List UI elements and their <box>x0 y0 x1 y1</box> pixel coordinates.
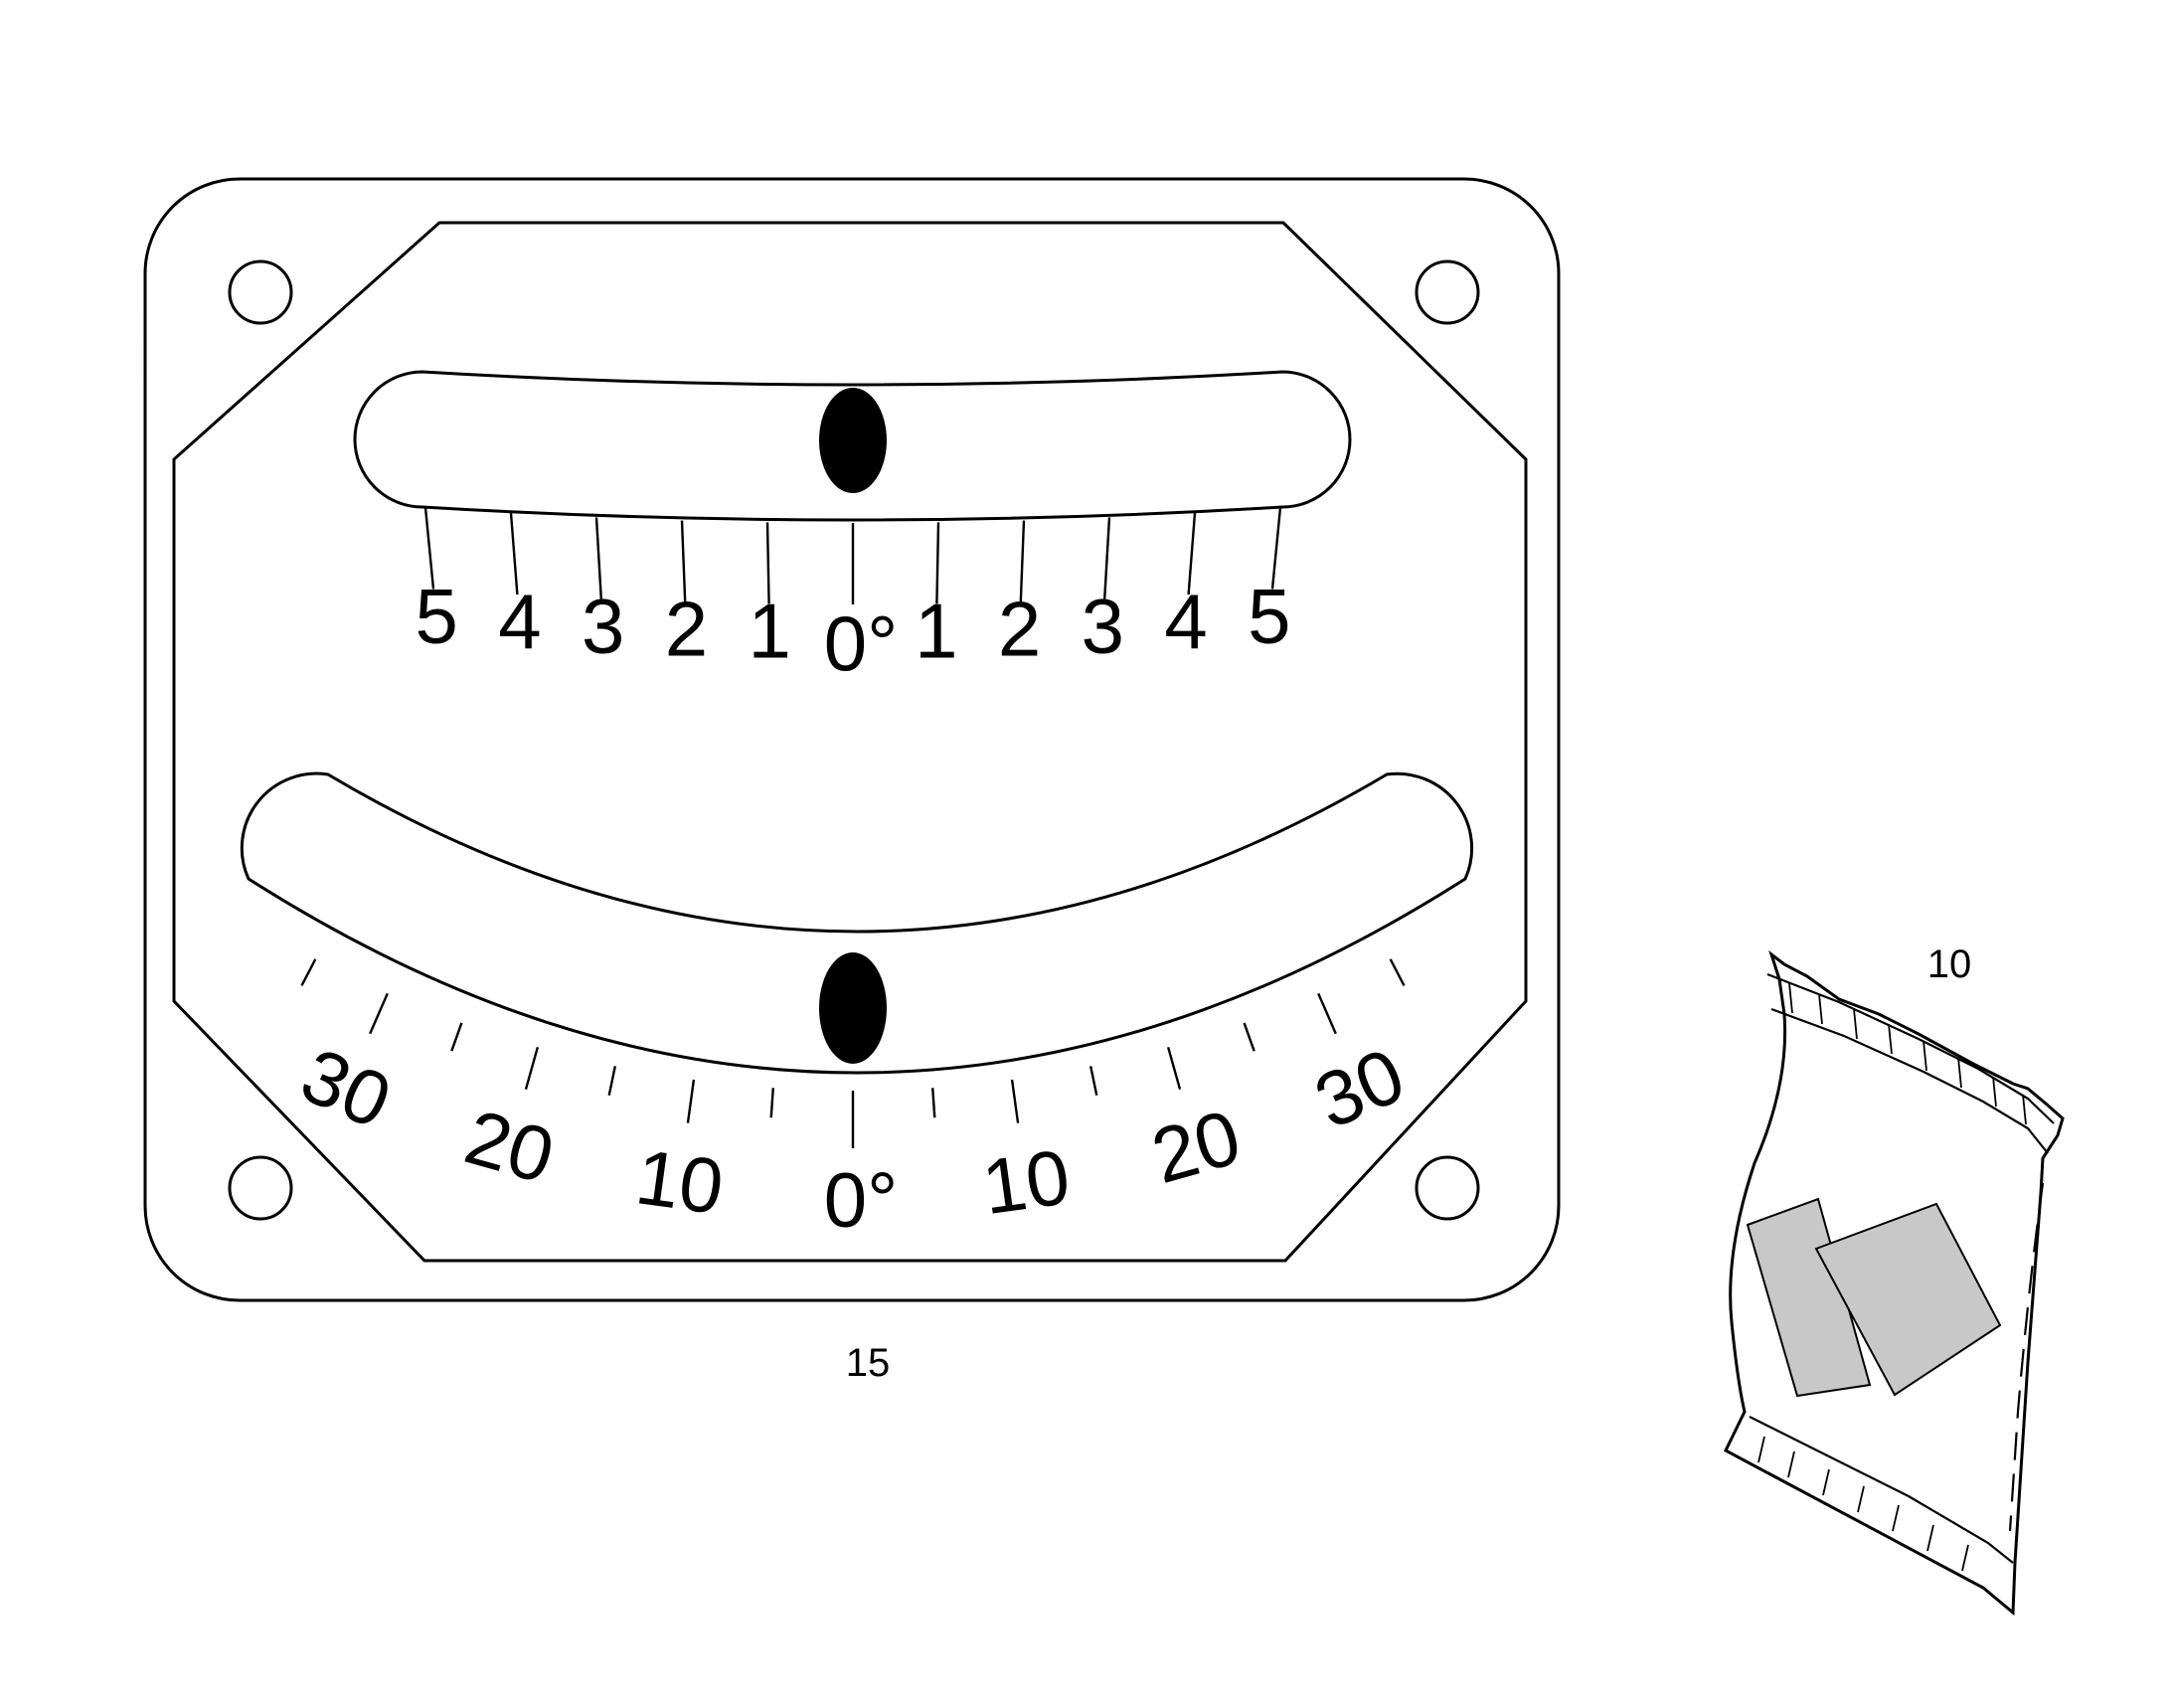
lower-scale-tick <box>300 958 317 986</box>
seal-hatch-mark <box>1961 1544 1969 1572</box>
upper-scale-label: 2 <box>998 586 1041 673</box>
seal-hatch-mark <box>1888 1023 1893 1055</box>
lower-scale-label: 20 <box>456 1093 563 1200</box>
seal-hatch-mark <box>1853 1008 1858 1040</box>
lower-vial-bubble <box>819 952 887 1064</box>
pouch-bottom-seal-hatching <box>1757 1436 1969 1572</box>
upper-scale-tick <box>765 522 770 604</box>
upper-scale-label: 4 <box>1164 578 1207 665</box>
upper-scale-tick <box>1103 517 1111 599</box>
seal-hatch-mark <box>1926 1524 1934 1552</box>
seal-hatch-mark <box>1822 1468 1830 1496</box>
seal-hatch-mark <box>1818 993 1823 1025</box>
seal-hatch-mark <box>1788 982 1793 1014</box>
seal-hatch-mark <box>1757 1436 1765 1463</box>
pouch-top-seal <box>1766 972 2055 1124</box>
pouch-outline <box>1724 949 2065 1617</box>
upper-scale-label: 0° <box>824 599 899 687</box>
lower-scale-label: 0° <box>824 1156 899 1244</box>
upper-scale-tick <box>1187 512 1197 596</box>
pouch-top-seal-inner <box>1770 1007 2049 1154</box>
upper-scale-tick <box>680 520 687 602</box>
figure-label-pouch: 10 <box>1927 942 1972 986</box>
lower-scale-tick <box>686 1079 696 1123</box>
upper-scale-label: 3 <box>582 582 624 669</box>
mounting-hole-bottom-left <box>228 1155 293 1221</box>
upper-vial-bubble <box>819 388 887 493</box>
upper-scale-label: 5 <box>416 573 458 660</box>
lower-scale-tick <box>1088 1066 1098 1096</box>
upper-scale-ticks <box>423 507 1282 604</box>
lower-scale-label: 20 <box>1142 1093 1249 1200</box>
clinometer-face <box>172 221 1528 1263</box>
seal-hatch-mark <box>1857 1485 1865 1513</box>
sealed-pouch: 10 <box>1724 942 2065 1617</box>
upper-scale-tick <box>423 507 435 590</box>
pouch-top-seal-hatching <box>1788 982 2027 1125</box>
upper-scale-label: 5 <box>1248 573 1290 660</box>
upper-scale-tick <box>1270 507 1282 590</box>
lower-scale-tick <box>1317 992 1337 1035</box>
upper-scale-tick <box>594 517 602 599</box>
upper-scale-tick <box>1019 520 1026 602</box>
lower-scale-label: 30 <box>1302 1031 1417 1145</box>
lower-scale-tick <box>931 1088 936 1118</box>
mounting-hole-top-left <box>228 259 293 325</box>
upper-scale-label: 1 <box>915 587 957 674</box>
upper-vial <box>353 370 1352 522</box>
upper-scale-label: 1 <box>749 587 791 674</box>
pouch-content-sheet-right <box>1814 1202 2002 1397</box>
lower-scale-tick <box>369 992 389 1035</box>
lower-scale-tick <box>1166 1046 1182 1090</box>
clinometer-plate <box>143 177 1561 1302</box>
upper-scale-label: 3 <box>1082 582 1124 669</box>
mounting-hole-bottom-right <box>1415 1155 1480 1221</box>
lower-scale-tick <box>524 1046 540 1090</box>
seal-hatch-mark <box>1922 1040 1927 1072</box>
lower-vial <box>240 771 1474 1075</box>
seal-hatch-mark <box>1787 1451 1795 1478</box>
upper-scale-tick <box>935 522 940 604</box>
pouch-content-sheet-left <box>1746 1197 1872 1398</box>
lower-scale-ticks <box>300 958 1406 1148</box>
upper-scale-label: 2 <box>665 586 708 673</box>
figure-label-clinometer: 15 <box>846 1341 891 1385</box>
seal-hatch-mark <box>1992 1076 1997 1108</box>
lower-scale-tick <box>1243 1022 1255 1052</box>
lower-scale-tick <box>607 1066 617 1096</box>
mounting-hole-top-right <box>1415 259 1480 325</box>
lower-scale-label: 30 <box>289 1031 404 1145</box>
lower-scale-label: 10 <box>977 1132 1075 1231</box>
upper-scale-label: 4 <box>498 578 541 665</box>
seal-hatch-mark <box>2022 1094 2027 1125</box>
pouch-edge-crease <box>2008 1182 2045 1532</box>
seal-hatch-mark <box>1892 1504 1900 1532</box>
lower-scale-tick <box>1010 1079 1020 1123</box>
lower-scale-tick <box>769 1088 774 1118</box>
lower-scale-tick <box>450 1022 463 1052</box>
seal-hatch-mark <box>1957 1057 1962 1089</box>
lower-scale-tick <box>1389 958 1406 986</box>
upper-scale-tick <box>509 512 519 596</box>
pouch-bottom-seal <box>1749 1416 2014 1564</box>
lower-scale-label: 10 <box>631 1132 729 1231</box>
